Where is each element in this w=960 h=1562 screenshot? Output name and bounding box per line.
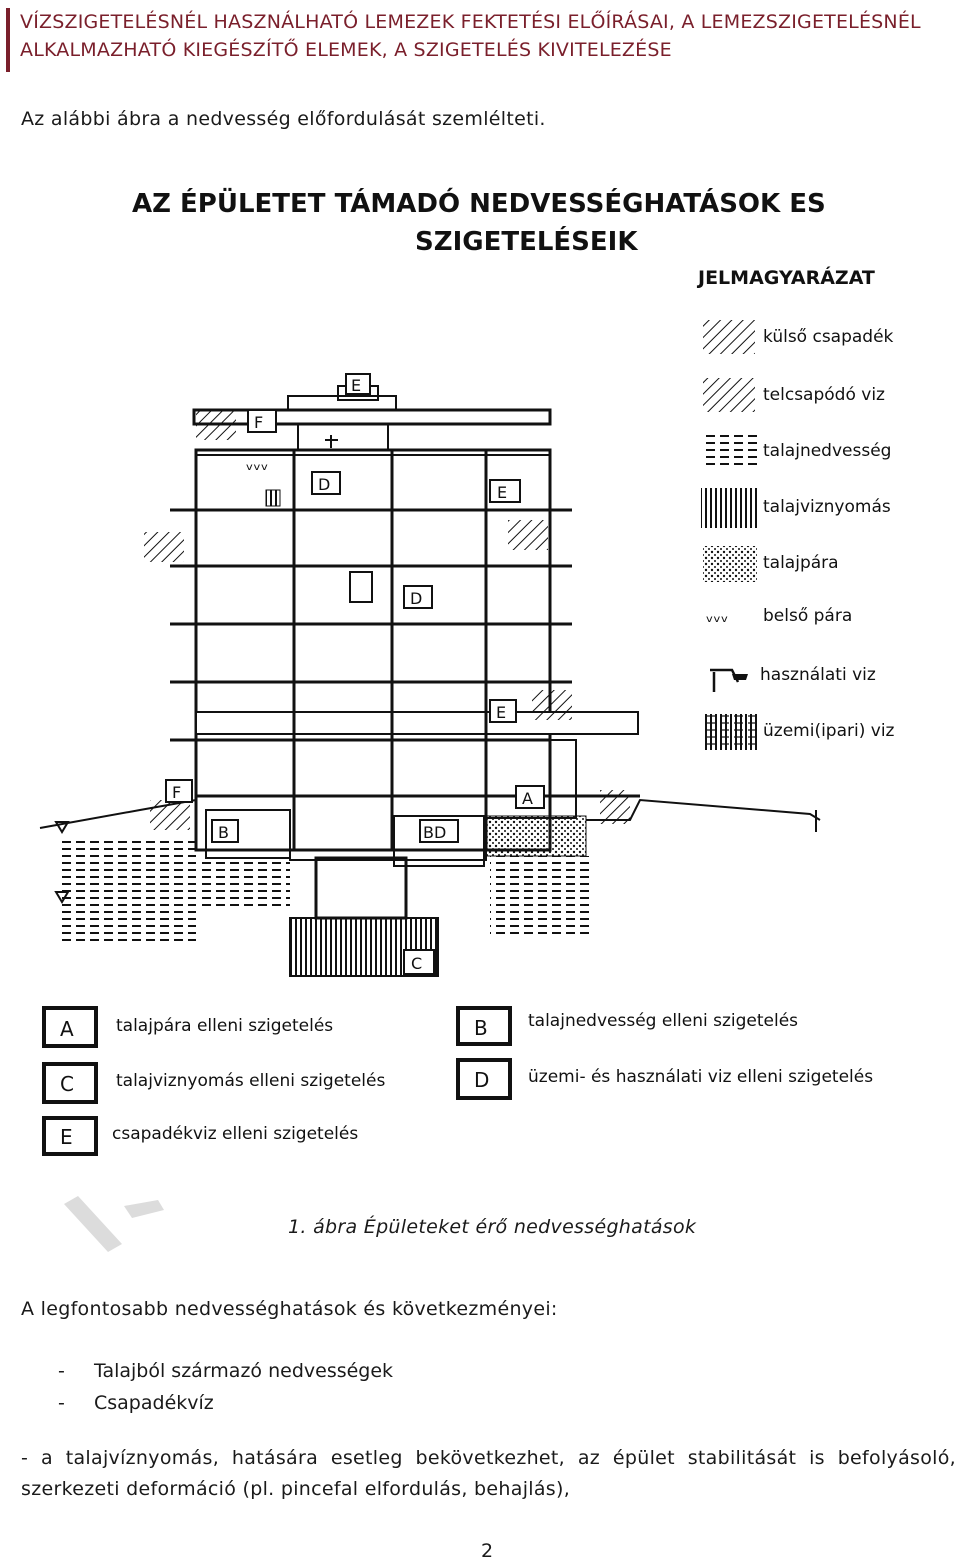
marker-a: A: [522, 789, 533, 808]
header-title-line-1: VÍZSZIGETELÉSNÉL HASZNÁLHATÓ LEMEZEK FEK…: [20, 11, 921, 33]
list-dash: -: [58, 1392, 65, 1414]
legend-swatch-hasznalati-viz-icon: [710, 668, 748, 692]
moisture-diagram: AZ ÉPÜLETET TÁMADÓ NEDVESSÉGHATÁSOK ES S…: [39, 186, 895, 1156]
marker-e-lower: E: [496, 703, 506, 722]
bullet-list: - Talajból származó nedvességek - Csapadék…: [58, 1355, 393, 1419]
intro-sentence: Az alábbi ábra a nedvesség előfordulását…: [21, 108, 546, 130]
document-header: VÍZSZIGETELÉSNÉL HASZNÁLHATÓ LEMEZEK FEK…: [6, 8, 946, 72]
legend-swatch-lecsapodo-viz: [703, 378, 755, 412]
legend-label-talajviznyomas: talajviznyomás: [763, 497, 891, 517]
marker-bd: BD: [423, 823, 446, 842]
marker-b: B: [218, 823, 229, 842]
legend-label-belso-para: belső pára: [763, 606, 852, 626]
vapor-icon: ᵥᵥᵥ: [246, 454, 269, 475]
page-number: 2: [480, 1540, 494, 1562]
legend-swatch-talajnedvesseg: [703, 434, 757, 470]
key-text-b: talajnedvesség elleni szigetelés: [528, 1011, 798, 1031]
key-text-c: talajviznyomás elleni szigetelés: [116, 1071, 385, 1091]
insulation-key: A talajpára elleni szigetelés B talajned…: [42, 1006, 873, 1156]
list-dash: -: [58, 1360, 65, 1382]
marker-f-lower: F: [172, 783, 181, 802]
key-code-d: D: [474, 1068, 489, 1092]
marker-f-top: F: [254, 413, 263, 432]
legend-label-talajpara: talajpára: [763, 553, 839, 573]
header-title-line-2: ALKALMAZHATÓ KIEGÉSZÍTŐ ELEMEK, A SZIGET…: [20, 39, 672, 61]
list-item: - Csapadékvíz: [58, 1387, 393, 1419]
marker-e-roof: E: [351, 376, 361, 395]
moisture-figure: AZ ÉPÜLETET TÁMADÓ NEDVESSÉGHATÁSOK ES S…: [20, 160, 950, 1170]
legend: külső csapadék telcsapódó viz talajnedve…: [701, 320, 895, 750]
key-code-a: A: [60, 1017, 74, 1041]
key-code-b: B: [474, 1016, 488, 1040]
key-text-a: talajpára elleni szigetelés: [116, 1016, 333, 1036]
key-text-d: üzemi- és használati viz elleni szigetel…: [528, 1067, 873, 1087]
key-code-e: E: [60, 1125, 73, 1149]
list-item-text: Csapadékvíz: [94, 1392, 214, 1414]
list-item-text: Talajból származó nedvességek: [94, 1360, 394, 1382]
marker-c: C: [411, 954, 422, 973]
legend-label-lecsapodo-viz: telcsapódó viz: [763, 385, 885, 405]
legend-swatch-talajviznyomas: [701, 488, 757, 528]
legend-label-talajnedvesseg: talajnedvesség: [763, 441, 891, 461]
marker-d-upper: D: [318, 475, 330, 494]
legend-label-kulso-csapadek: külső csapadék: [763, 327, 894, 347]
list-item: - Talajból származó nedvességek: [58, 1355, 393, 1387]
key-code-c: C: [60, 1072, 74, 1096]
legend-swatch-talajpara: [703, 546, 757, 582]
diagram-markers: E F D E D E F A B BD C: [165, 373, 545, 975]
legend-label-hasznalati-viz: használati viz: [760, 665, 876, 685]
body-paragraph: - a talajvíznyomás, hatására esetleg bek…: [21, 1447, 956, 1500]
figure-title-line-1: AZ ÉPÜLETET TÁMADÓ NEDVESSÉGHATÁSOK ES: [132, 186, 826, 219]
figure-title-line-2: SZIGETELÉSEIK: [415, 225, 638, 257]
marker-d-middle: D: [410, 589, 422, 608]
section-subheading: A legfontosabb nedvességhatások és követ…: [21, 1298, 558, 1320]
key-text-e: csapadékviz elleni szigetelés: [112, 1124, 358, 1144]
marker-e-right: E: [497, 483, 507, 502]
legend-label-uzemi-viz: üzemi(ipari) viz: [763, 721, 895, 741]
legend-swatch-belso-para-icon: ᵥᵥᵥ: [706, 606, 729, 627]
figure-caption: 1. ábra Épületeket érő nedvességhatások: [288, 1216, 697, 1238]
legend-title: JELMAGYARÁZAT: [696, 266, 875, 289]
legend-swatch-kulso-csapadek: [703, 320, 755, 354]
watermark-mark: [64, 1196, 164, 1252]
building-section: ᵥᵥᵥ: [39, 385, 821, 977]
